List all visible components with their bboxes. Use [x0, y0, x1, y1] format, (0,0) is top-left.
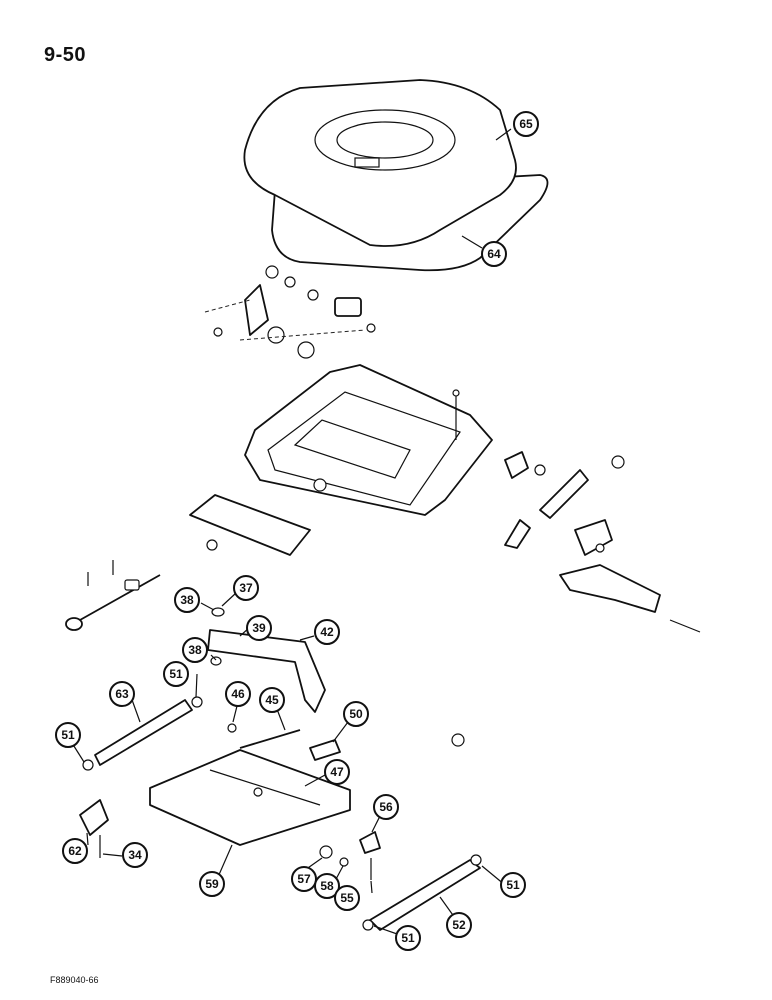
callout-51-right-label: 51 [506, 878, 520, 892]
callout-58: 58 [314, 873, 340, 899]
callout-56: 56 [373, 794, 399, 820]
callout-39: 39 [246, 615, 272, 641]
callout-64-label: 64 [487, 247, 501, 261]
callout-58-label: 58 [320, 879, 334, 893]
callout-63: 63 [109, 681, 135, 707]
callout-42: 42 [314, 619, 340, 645]
upper-hardware [204, 265, 376, 359]
callout-65: 65 [513, 111, 539, 137]
callout-65-label: 65 [519, 117, 533, 131]
callout-51-left: 51 [55, 722, 81, 748]
callout-51-bottom-label: 51 [401, 931, 415, 945]
callout-55-label: 55 [340, 891, 354, 905]
callout-39-label: 39 [252, 621, 266, 635]
callout-38-label: 38 [180, 593, 194, 607]
callout-51-left-label: 51 [61, 728, 75, 742]
callout-51-upper-label: 51 [169, 667, 183, 681]
callout-38-lower: 38 [182, 637, 208, 663]
callout-50-label: 50 [349, 707, 363, 721]
callout-55: 55 [334, 885, 360, 911]
callout-51-upper: 51 [163, 661, 189, 687]
callout-52-label: 52 [452, 918, 466, 932]
callout-56-label: 56 [379, 800, 393, 814]
callout-62: 62 [62, 838, 88, 864]
callout-45: 45 [259, 687, 285, 713]
callout-42-label: 42 [320, 625, 334, 639]
callout-52: 52 [446, 912, 472, 938]
callout-34-label: 34 [128, 848, 142, 862]
callout-57-label: 57 [297, 872, 311, 886]
callout-38-lower-label: 38 [188, 643, 202, 657]
callout-46-label: 46 [231, 687, 245, 701]
callout-59: 59 [199, 871, 225, 897]
callout-37: 37 [233, 575, 259, 601]
callout-50: 50 [343, 701, 369, 727]
callout-64: 64 [481, 241, 507, 267]
callout-46: 46 [225, 681, 251, 707]
callout-47: 47 [324, 759, 350, 785]
callout-51-bottom: 51 [395, 925, 421, 951]
left-adjuster [65, 494, 311, 631]
seat-cushion [243, 79, 549, 272]
callout-37-label: 37 [239, 581, 253, 595]
seat-frame [244, 364, 493, 516]
callout-63-label: 63 [115, 687, 129, 701]
callout-57: 57 [291, 866, 317, 892]
callout-34: 34 [122, 842, 148, 868]
callout-45-label: 45 [265, 693, 279, 707]
lower-components [79, 607, 482, 931]
page-number: 9-50 [44, 44, 87, 66]
callout-62-label: 62 [68, 844, 82, 858]
figure-code: F889040-66 [50, 975, 99, 985]
right-linkage [504, 451, 701, 633]
callout-47-label: 47 [330, 765, 344, 779]
callout-59-label: 59 [205, 877, 219, 891]
callout-51-right: 51 [500, 872, 526, 898]
callout-38: 38 [174, 587, 200, 613]
